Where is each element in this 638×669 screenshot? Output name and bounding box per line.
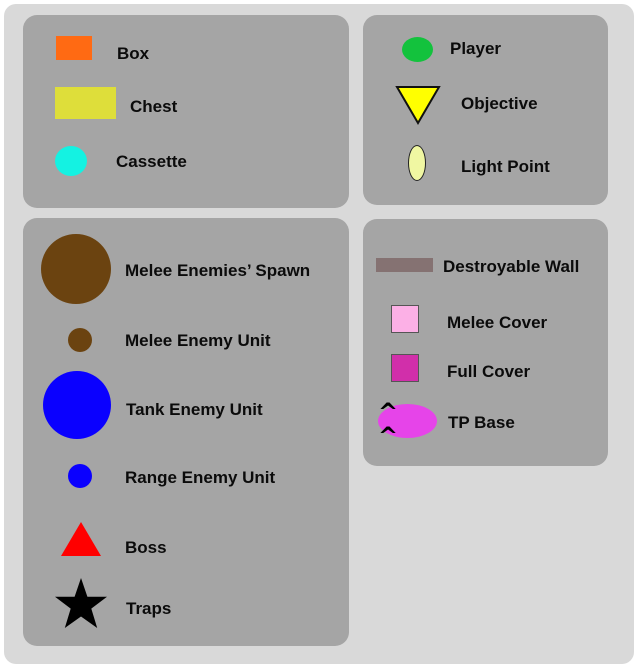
tp-base-label: TP Base — [448, 413, 515, 432]
melee-unit-icon — [68, 328, 92, 352]
light-point-label: Light Point — [461, 157, 550, 176]
range-unit-label: Range Enemy Unit — [125, 468, 276, 487]
cassette-icon — [55, 146, 87, 176]
boss-label: Boss — [125, 538, 167, 557]
melee-cover-label: Melee Cover — [447, 313, 548, 332]
traps-star-icon — [55, 578, 107, 628]
melee-spawn-icon — [41, 234, 111, 304]
box-icon — [56, 36, 92, 60]
destroyable-wall-label: Destroyable Wall — [443, 257, 580, 276]
objective-icon — [395, 86, 441, 125]
box-label: Box — [117, 44, 150, 63]
light-point-icon — [408, 145, 426, 181]
chest-label: Chest — [130, 97, 178, 116]
cassette-label: Cassette — [116, 152, 187, 171]
boss-icon — [61, 522, 101, 556]
tp-base-glyphs: ^ ^ — [378, 398, 403, 450]
destroyable-wall-icon — [376, 258, 433, 272]
full-cover-label: Full Cover — [447, 362, 531, 381]
melee-unit-label: Melee Enemy Unit — [125, 331, 271, 350]
full-cover-icon — [391, 354, 419, 382]
melee-spawn-label: Melee Enemies’ Spawn — [125, 261, 311, 280]
objective-label: Objective — [461, 94, 538, 113]
tp-base-icon: ^ ^ — [378, 400, 437, 448]
player-icon — [402, 37, 433, 62]
melee-cover-icon — [391, 305, 419, 333]
traps-label: Traps — [126, 599, 172, 618]
tank-unit-label: Tank Enemy Unit — [126, 400, 263, 419]
player-label: Player — [450, 39, 502, 58]
chest-icon — [55, 87, 116, 119]
range-unit-icon — [68, 464, 92, 488]
tank-unit-icon — [43, 371, 111, 439]
